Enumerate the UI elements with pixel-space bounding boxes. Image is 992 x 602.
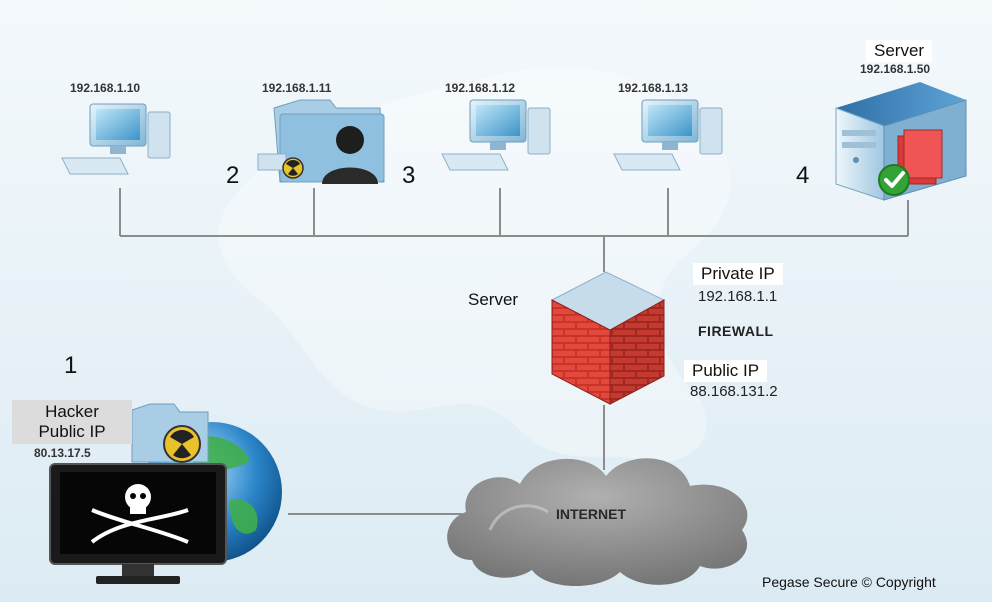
hacker-computer-icon[interactable] [49,403,282,584]
hacker-label-line1: Hacker [45,402,99,421]
hacker-ip: 80.13.17.5 [34,446,91,460]
server-label: Server [866,40,933,62]
firewall-side-label: Server [468,290,519,309]
workstation-4[interactable] [613,99,723,171]
number-label-2: 2 [226,162,240,189]
hacker-label: Hacker Public IP [12,400,132,444]
server-icon[interactable] [835,82,967,201]
workstation-2-ip: 192.168.1.11 [262,81,332,95]
private-ip-value: 192.168.1.1 [698,288,778,305]
workstation-3[interactable] [441,99,551,171]
firewall-icon[interactable] [550,271,666,405]
workstation-2[interactable] [257,99,385,184]
workstation-3-ip: 192.168.1.12 [445,81,516,95]
copyright-text: Pegase Secure © Copyright [762,574,936,590]
workstation-1[interactable] [61,103,171,175]
firewall-name: FIREWALL [698,323,774,339]
workstation-1-ip: 192.168.1.10 [70,81,141,95]
hacker-label-line2: Public IP [38,422,106,441]
server-ip: 192.168.1.50 [860,62,931,76]
lan-lines [119,188,909,515]
public-ip-label: Public IP [684,360,768,382]
workstation-4-ip: 192.168.1.13 [618,81,689,95]
internet-cloud-icon[interactable] [447,458,748,587]
number-label-1: 1 [64,352,78,379]
internet-label: INTERNET [556,506,626,522]
public-ip-value: 88.168.131.2 [690,383,778,400]
number-label-3: 3 [402,162,416,189]
private-ip-label: Private IP [693,263,783,285]
number-label-4: 4 [796,162,810,189]
